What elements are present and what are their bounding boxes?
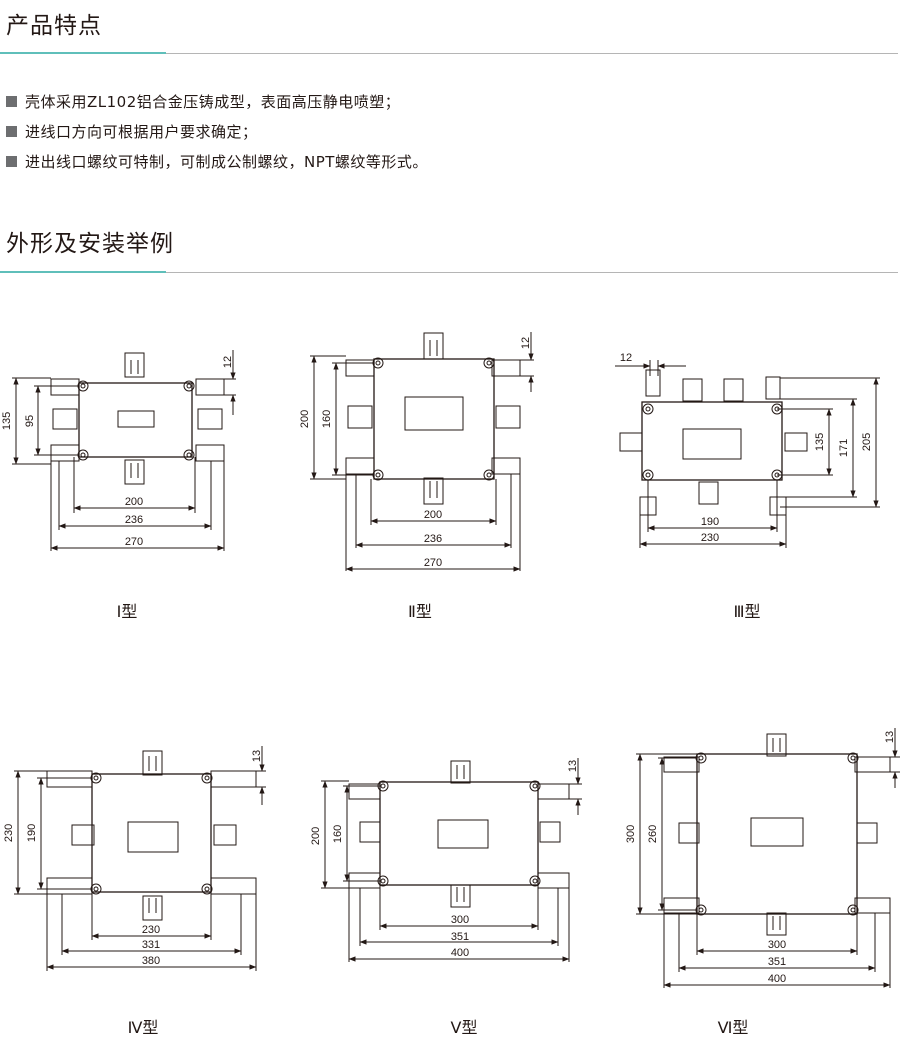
dim-label: 300 [451,914,469,926]
dim-label: 270 [125,536,143,548]
dim-label: 205 [861,433,873,451]
feature-item: 进线口方向可根据用户要求确定； [6,121,258,142]
dim-label: 12 [222,356,234,368]
feature-item: 壳体采用ZL102铝合金压铸成型，表面高压静电喷塑； [6,91,400,112]
drawing-type-3: 12 135 171 205 190 230 [615,352,880,548]
dim-label: 380 [142,955,160,967]
drawing-type-2: 12 200 160 200 236 270 [299,332,534,572]
drawing-type-1: 12 135 95 200 236 270 [1,350,236,551]
dim-label: 160 [332,825,344,843]
section-title-features: 产品特点 [6,13,102,39]
dim-label: 200 [424,509,442,521]
feature-text: 壳体采用ZL102铝合金压铸成型，表面高压静电喷塑； [25,93,401,111]
dim-label: 236 [125,514,143,526]
dim-label: 351 [768,956,786,968]
dim-label: 12 [620,352,632,364]
drawing-type-6: 13 300 260 300 351 400 [625,728,900,988]
dim-label: 135 [814,433,826,451]
dim-label: 171 [838,439,850,457]
dim-label: 270 [424,557,442,569]
dim-label: 95 [24,415,36,427]
dim-label: 200 [125,496,143,508]
dim-label: 190 [26,824,38,842]
dim-label: 236 [424,533,442,545]
dim-label: 190 [701,516,719,528]
bullet-square-icon [6,156,17,167]
dim-label: 13 [884,731,896,743]
feature-text: 进线口方向可根据用户要求确定； [25,123,258,141]
caption-type-2: Ⅱ型 [408,602,432,621]
section-title-outline: 外形及安装举例 [6,231,174,257]
section-rule [0,53,898,54]
section-rule [0,272,898,273]
dim-label: 331 [142,939,160,951]
caption-type-6: Ⅵ型 [717,1018,749,1037]
feature-text: 进出线口螺纹可特制，可制成公制螺纹，NPT螺纹等形式。 [25,153,428,171]
dim-label: 200 [299,410,311,428]
section-accent [0,52,166,54]
caption-type-3: Ⅲ型 [733,602,761,621]
caption-type-1: Ⅰ型 [116,602,138,621]
dim-label: 160 [321,410,333,428]
dim-label: 135 [1,412,13,430]
dim-label: 230 [701,532,719,544]
drawing-type-4: 13 230 190 230 331 380 [3,746,266,971]
dim-label: 13 [567,760,579,772]
dim-label: 200 [310,827,322,845]
bullet-square-icon [6,96,17,107]
feature-item: 进出线口螺纹可特制，可制成公制螺纹，NPT螺纹等形式。 [6,151,428,172]
dim-label: 260 [647,825,659,843]
dim-label: 300 [625,825,637,843]
dim-label: 13 [251,750,263,762]
caption-type-4: Ⅳ型 [127,1018,159,1037]
dim-label: 400 [451,947,469,959]
dim-label: 230 [3,824,15,842]
dim-label: 12 [520,337,532,349]
dim-label: 300 [768,939,786,951]
section-accent [0,271,166,273]
bullet-square-icon [6,126,17,137]
dim-label: 230 [142,924,160,936]
dim-label: 351 [451,931,469,943]
dim-label: 400 [768,973,786,985]
caption-type-5: Ⅴ型 [450,1018,478,1037]
drawing-type-5: 13 200 160 300 351 400 [310,758,582,962]
